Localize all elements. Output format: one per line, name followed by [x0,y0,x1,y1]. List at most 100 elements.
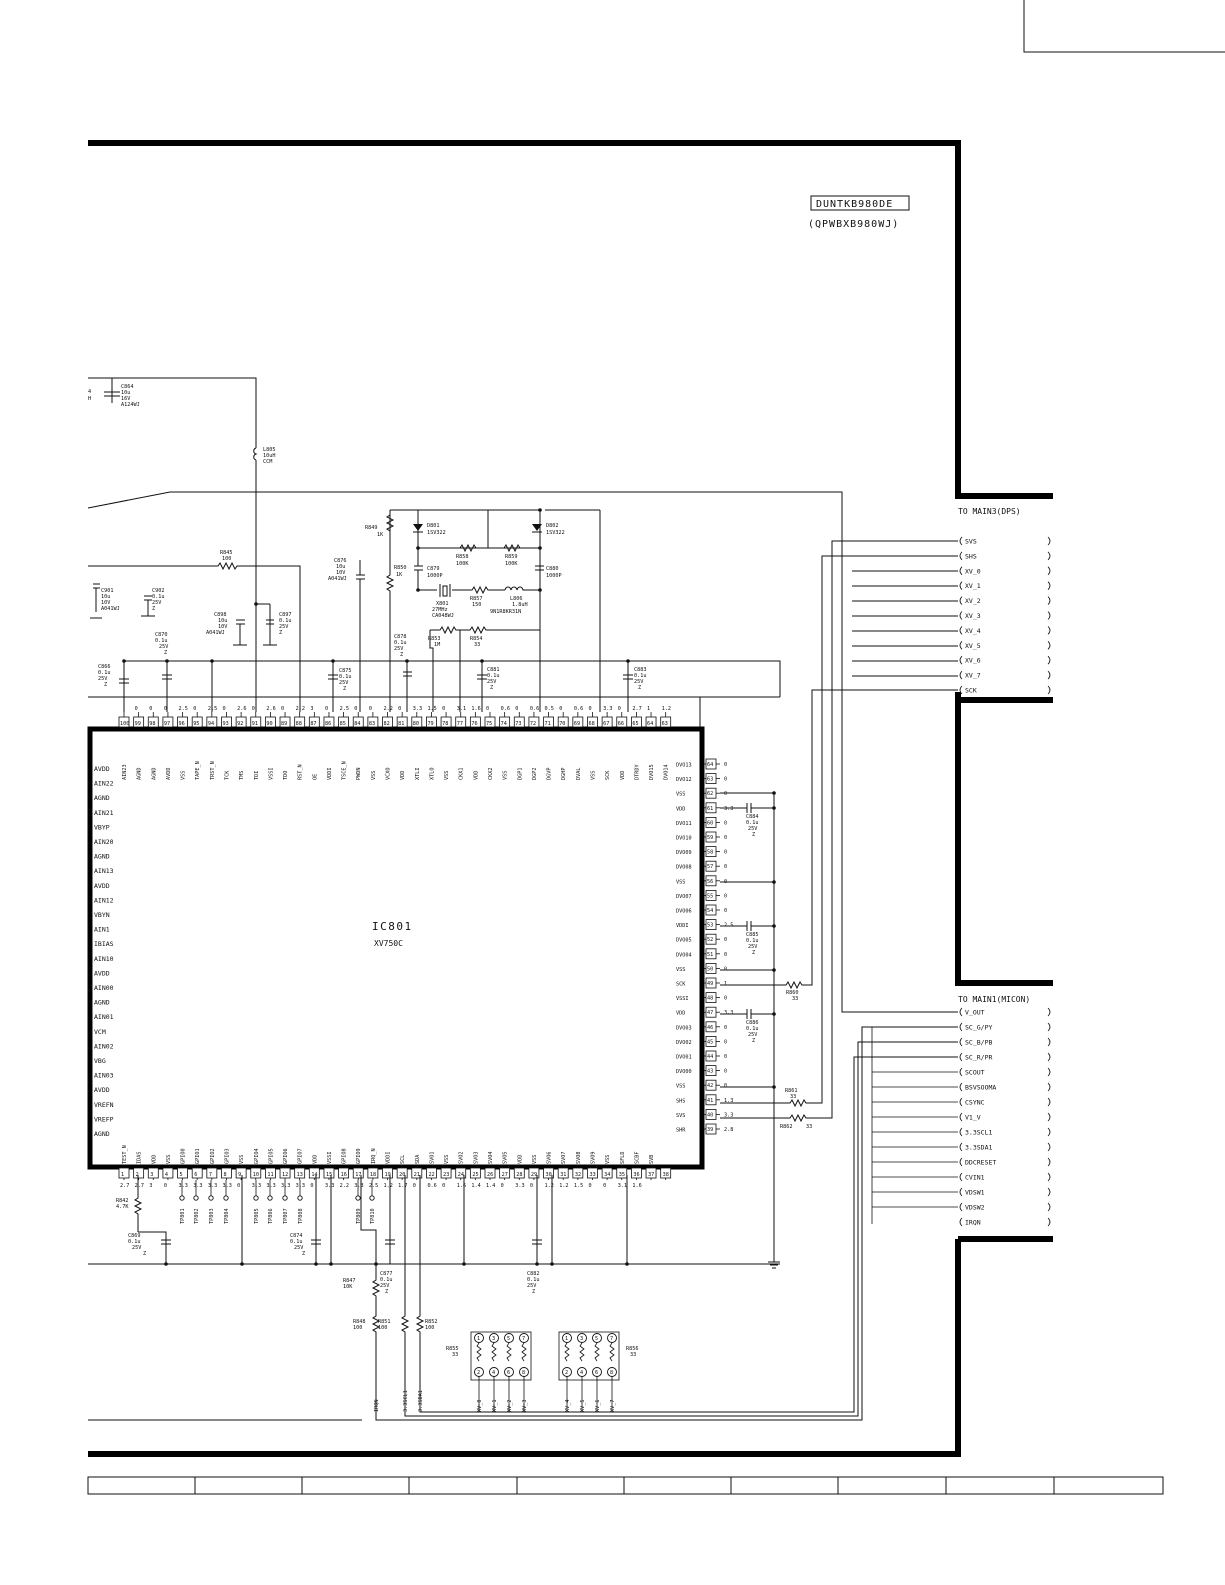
svg-text:C901: C901 [101,588,114,594]
ic-top-pin-name: AGND [137,768,143,781]
micon-connector-pin-open [959,1202,963,1212]
ic-top-pin-number: 73 [515,721,521,727]
micon-connector-pin-close [1047,1127,1051,1137]
ic-right-pin-voltage: 0 [724,791,727,797]
rnet-r856-element [579,1342,585,1362]
ic-right-pin-pad [705,802,717,814]
ic-top-pin-pad [469,716,481,728]
ic-top-pin-pad [557,716,569,728]
ic-top-pin-name: VSS [371,771,377,780]
ic-top-pin-number: 80 [413,721,419,727]
ic-right-pin-pad [705,831,717,843]
testpoint-label: TP808 [298,1208,304,1224]
bottom-net-label: IRQN [374,1400,380,1413]
ic-bottom-pin-pad [177,1167,188,1179]
board-pwb-code: (QPWBXB980WJ) [808,219,899,230]
micon-connector-pin-close [1047,1172,1051,1182]
ic-right-pin-pad [705,919,717,930]
rnet-r856-pin-number: 4 [580,1370,583,1376]
ic-top-pin-voltage: 0.6 [501,706,510,712]
testpoint-pad [297,1195,303,1201]
ic801-bottom-pins: 1TEST_N2.72IDAS2.73VDD34VSS05GPIO03.36GP… [118,1145,672,1189]
ic-bottom-pin-number: 10 [253,1172,259,1178]
rnet-r856-pin-number: 7 [610,1336,613,1342]
ic-bottom-pin-name: GPIO3 [224,1148,230,1164]
svg-text:1.8uH: 1.8uH [512,602,528,608]
micon-connector-signal: V1_V [965,1114,981,1122]
ic-right-pin-voltage: 0 [724,966,727,972]
svg-text:9N1R8KR31N: 9N1R8KR31N [490,609,521,615]
ic-right-pin-name: VSS [676,1084,685,1090]
ic-top-pin-number: 93 [222,721,228,727]
svg-text:25V: 25V [279,624,288,630]
ic-bottom-pin-number: 1 [121,1172,124,1178]
testpoint-label: TP809 [356,1208,362,1224]
ic-top-pin-name: VDD [620,771,626,780]
ic-bottom-pin-number: 4 [165,1172,168,1178]
ic-top-pin-pad [601,716,613,728]
rnet-r855-pin-number: 1 [477,1336,480,1342]
dps-connector-pin-close [1047,581,1051,590]
ic801-top-pins: 100AIN2399AGND098AGND097AVDD096VSS2.595T… [118,706,672,781]
ic-right-pin-number: 40 [707,1112,713,1118]
ic-right-pin-voltage: 0 [724,1054,727,1060]
svg-text:100: 100 [222,556,231,562]
ic-top-pin-pad [396,716,408,728]
ic-top-pin-voltage: 0 [193,706,196,712]
ic-left-pin-label: AGND [94,999,110,1007]
ic-top-pin-name: TCK [224,770,230,780]
ic-right-pin-voltage: 0 [724,1025,727,1031]
ic-right-pin-pad [705,773,717,784]
svg-text:Z: Z [490,685,493,691]
ic-right-pin-name: SHS [676,1098,685,1104]
ic-bottom-pin-voltage: 2.7 [135,1183,144,1189]
ic-right-pin-pad [705,1065,717,1076]
ic-top-pin-number: 69 [574,721,580,727]
ic-right-pin-number: 59 [707,835,713,841]
ic-top-pin-pad [352,716,364,728]
testpoint-label: TP805 [254,1208,260,1224]
ic-bottom-pin-name: VDD [312,1155,318,1164]
dps-connector-signal: SCK [965,687,977,695]
ic-bottom-pin-voltage: 3.3 [325,1183,334,1189]
dps-connector-pin-open [959,581,963,590]
svg-text:Z: Z [752,832,755,838]
ic-right-pin-name: SVS [676,1113,685,1119]
svg-text:A041WJ: A041WJ [101,606,120,612]
micon-connector-pin-open [959,1097,963,1107]
ic-top-pin-pad [382,716,393,728]
ic-top-pin-name: RST_N [298,764,304,780]
dps-connector-pin-close [1047,596,1051,605]
bottom-net-label: XV_0 [477,1400,483,1413]
micon-connector-pin-close [1047,1187,1051,1197]
ic-bottom-pin-name: VSS [532,1155,538,1164]
ic-top-pin-voltage: 0 [281,706,284,712]
ic-top-pin-name: DVO14 [664,764,670,780]
ic-right-pin-voltage: 0 [724,777,727,783]
ic-right-pin-pad [705,758,717,770]
rnet-r855-pin [489,1333,499,1343]
bottom-net-label: XV_3 [522,1400,528,1413]
ic-bottom-pin-name: GPIO6 [283,1148,289,1164]
dps-connector-pin-open [959,536,963,546]
ic-top-pin-voltage: 2.5 [340,706,349,712]
micon-connector-signal: SCOUT [965,1069,985,1077]
testpoint-label: TP806 [268,1208,274,1224]
ic-top-pin-number: 68 [588,721,594,727]
svg-text:25V: 25V [98,676,107,682]
ic-left-pin-label: VREFP [94,1115,114,1123]
ic-bottom-pin-pad [440,1167,452,1179]
ic-right-pin-voltage: 0 [724,996,727,1002]
ic-bottom-pin-name: GPIO5 [268,1148,274,1164]
micon-connector-pin-close [1047,1217,1051,1227]
ic-right-pin-number: 51 [707,952,713,958]
ic-bottom-pin-pad [235,1167,247,1179]
ic-left-pin-label: VBYN [94,911,110,919]
testpoint-pad [193,1195,199,1201]
svg-text:10V: 10V [101,600,110,606]
ic-top-pin-number: 100 [120,721,129,727]
micon-connector-pin-close [1047,1052,1051,1062]
svg-text:0.1u: 0.1u [527,1277,540,1283]
